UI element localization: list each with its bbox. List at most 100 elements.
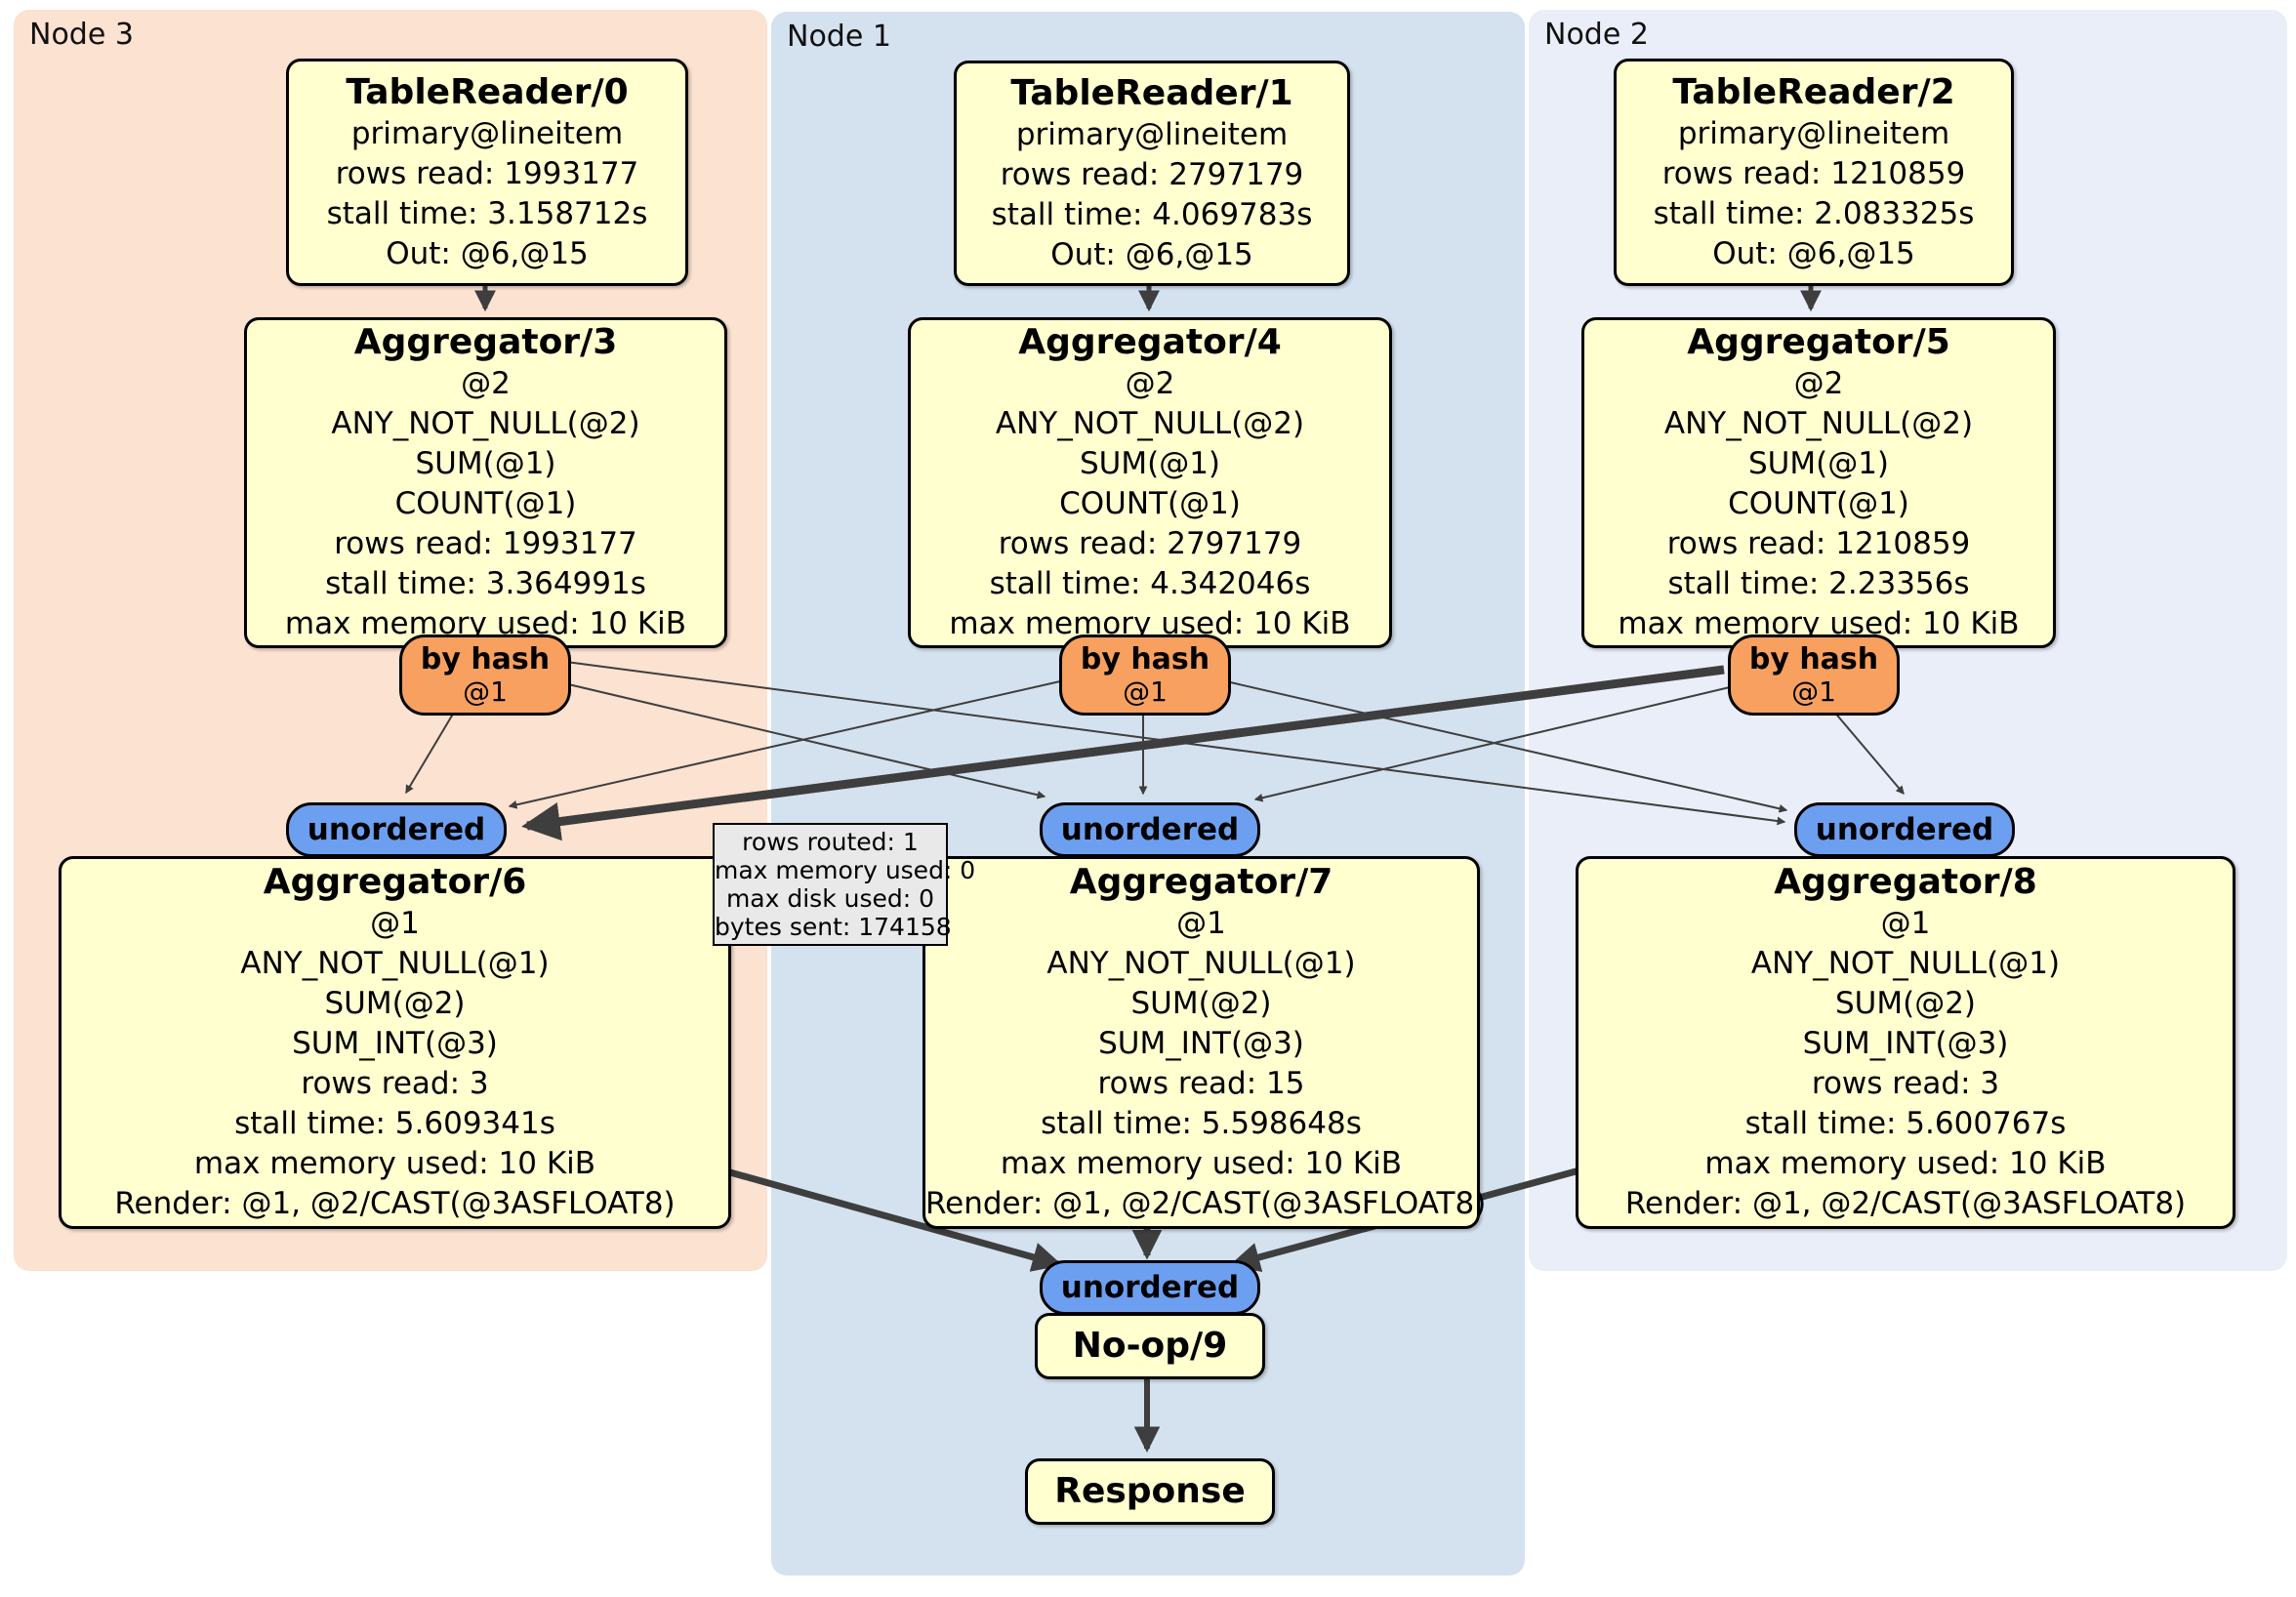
processor-line: stall time: 2.083325s bbox=[1653, 195, 1975, 231]
processor-line: ANY_NOT_NULL(@2) bbox=[995, 406, 1305, 441]
processor-line: stall time: 2.23356s bbox=[1667, 566, 1970, 601]
processor-line: stall time: 3.364991s bbox=[325, 566, 646, 601]
tooltip-line: rows routed: 1 bbox=[742, 828, 919, 856]
processor-title: Aggregator/5 bbox=[1687, 322, 1950, 362]
processor-line: SUM_INT(@3) bbox=[1802, 1026, 2009, 1061]
processor-line: ANY_NOT_NULL(@1) bbox=[1750, 946, 2061, 981]
region-node2-label: Node 2 bbox=[1544, 18, 1649, 52]
tooltip-line: max disk used: 0 bbox=[725, 884, 935, 913]
processor-line: primary@lineitem bbox=[1015, 116, 1289, 152]
processor-line: stall time: 4.069783s bbox=[991, 196, 1313, 232]
processor-line: rows read: 15 bbox=[1097, 1066, 1305, 1101]
edge-tooltip: rows routed: 1 max memory used: 0 max di… bbox=[713, 823, 976, 946]
processor-title: TableReader/0 bbox=[346, 71, 629, 112]
edge-byhash-node3-unordered-node3[interactable] bbox=[405, 710, 456, 795]
processor-aggregator-3[interactable]: Aggregator/3 @2 ANY_NOT_NULL(@2) SUM(@1)… bbox=[244, 317, 727, 648]
processor-line: rows read: 3 bbox=[1811, 1066, 2000, 1101]
edge-byhash-node2-unordered-node2[interactable] bbox=[1832, 710, 1905, 796]
processor-line: stall time: 5.600767s bbox=[1744, 1106, 2067, 1141]
processor-aggregator-4[interactable]: Aggregator/4 @2 ANY_NOT_NULL(@2) SUM(@1)… bbox=[908, 317, 1392, 648]
processor-title: Aggregator/7 bbox=[1069, 862, 1333, 902]
processor-line: SUM(@2) bbox=[324, 986, 466, 1021]
region-node3-label: Node 3 bbox=[29, 18, 134, 52]
processor-line: SUM(@1) bbox=[1747, 446, 1890, 481]
processor-line: primary@lineitem bbox=[350, 115, 624, 151]
processor-line: max memory used: 10 KiB bbox=[193, 1146, 596, 1181]
processor-line: rows read: 2797179 bbox=[998, 526, 1302, 561]
processor-line: COUNT(@1) bbox=[1728, 486, 1909, 521]
processor-line: SUM(@1) bbox=[1079, 446, 1221, 481]
processor-line: ANY_NOT_NULL(@2) bbox=[331, 406, 640, 441]
processor-title: Aggregator/6 bbox=[263, 862, 527, 902]
processor-aggregator-5[interactable]: Aggregator/5 @2 ANY_NOT_NULL(@2) SUM(@1)… bbox=[1581, 317, 2056, 648]
region-node1-label: Node 1 bbox=[787, 20, 891, 54]
processor-line: COUNT(@1) bbox=[394, 486, 577, 521]
processor-line: @2 bbox=[1793, 366, 1844, 401]
processor-tablereader-2[interactable]: TableReader/2 primary@lineitem rows read… bbox=[1614, 59, 2014, 286]
sync-unordered-node1[interactable]: unordered bbox=[1040, 802, 1260, 857]
processor-line: stall time: 5.609341s bbox=[234, 1106, 555, 1141]
router-by-hash-node3[interactable]: by hash @1 bbox=[399, 635, 571, 716]
processor-line: rows read: 2797179 bbox=[1000, 156, 1304, 192]
processor-title: TableReader/2 bbox=[1672, 71, 1955, 112]
router-by-hash-node2[interactable]: by hash @1 bbox=[1728, 635, 1900, 716]
router-by-hash-node1[interactable]: by hash @1 bbox=[1059, 635, 1231, 716]
processor-line: @1 bbox=[1176, 906, 1226, 941]
sync-unordered-node2[interactable]: unordered bbox=[1794, 802, 2015, 857]
processor-line: stall time: 5.598648s bbox=[1041, 1106, 1362, 1141]
processor-line: max memory used: 10 KiB bbox=[1704, 1146, 2107, 1181]
processor-line: Out: @6,@15 bbox=[1050, 236, 1253, 272]
processor-tablereader-0[interactable]: TableReader/0 primary@lineitem rows read… bbox=[286, 59, 688, 286]
processor-aggregator-7[interactable]: Aggregator/7 @1 ANY_NOT_NULL(@1) SUM(@2)… bbox=[922, 856, 1487, 1229]
processor-title: Aggregator/3 bbox=[353, 322, 618, 362]
processor-line: Render: @1, @2/CAST(@3ASFLOAT8) bbox=[1624, 1186, 2187, 1221]
processor-line: @1 bbox=[370, 906, 420, 941]
processor-line: SUM(@2) bbox=[1130, 986, 1272, 1021]
processor-line: primary@lineitem bbox=[1677, 115, 1950, 151]
router-detail: @1 bbox=[463, 675, 508, 708]
processor-line: rows read: 1993177 bbox=[335, 155, 639, 191]
tooltip-line: bytes sent: 174158 bbox=[715, 913, 952, 941]
edge-byhash-node1-unordered-node2[interactable] bbox=[1225, 680, 1788, 813]
processor-line: stall time: 4.342046s bbox=[989, 566, 1311, 601]
router-title: by hash bbox=[1080, 641, 1210, 676]
edge-byhash-node1-unordered-node3[interactable] bbox=[508, 680, 1061, 809]
sync-unordered-node3[interactable]: unordered bbox=[286, 802, 507, 857]
processor-line: COUNT(@1) bbox=[1059, 486, 1241, 521]
tooltip-line: max memory used: 0 bbox=[715, 856, 976, 884]
router-detail: @1 bbox=[1791, 675, 1836, 708]
processor-line: rows read: 1210859 bbox=[1666, 526, 1971, 561]
processor-line: @1 bbox=[1880, 906, 1931, 941]
processor-title: Aggregator/8 bbox=[1774, 862, 2037, 902]
processor-tablereader-1[interactable]: TableReader/1 primary@lineitem rows read… bbox=[954, 61, 1350, 286]
sync-unordered-final[interactable]: unordered bbox=[1040, 1260, 1260, 1315]
processor-line: rows read: 3 bbox=[301, 1066, 489, 1101]
processor-line: Out: @6,@15 bbox=[1712, 235, 1915, 271]
processor-line: Render: @1, @2/CAST(@3ASFLOAT8) bbox=[114, 1186, 676, 1221]
processor-line: rows read: 1210859 bbox=[1661, 155, 1966, 191]
processor-line: SUM(@1) bbox=[415, 446, 556, 481]
processor-line: ANY_NOT_NULL(@2) bbox=[1663, 406, 1974, 441]
processor-line: SUM_INT(@3) bbox=[292, 1026, 498, 1061]
router-detail: @1 bbox=[1123, 675, 1168, 708]
processor-line: Out: @6,@15 bbox=[386, 235, 589, 271]
processor-line: @2 bbox=[461, 366, 511, 401]
processor-line: rows read: 1993177 bbox=[334, 526, 637, 561]
edge-byhash-node2-unordered-node1[interactable] bbox=[1253, 686, 1731, 802]
processor-line: SUM_INT(@3) bbox=[1098, 1026, 1304, 1061]
processor-title: Aggregator/4 bbox=[1018, 322, 1282, 362]
processor-line: stall time: 3.158712s bbox=[326, 195, 648, 231]
processor-aggregator-8[interactable]: Aggregator/8 @1 ANY_NOT_NULL(@1) SUM(@2)… bbox=[1576, 856, 2235, 1229]
processor-noop-9[interactable]: No-op/9 bbox=[1035, 1313, 1265, 1379]
processor-aggregator-6[interactable]: Aggregator/6 @1 ANY_NOT_NULL(@1) SUM(@2)… bbox=[59, 856, 731, 1229]
processor-title: Response bbox=[1054, 1471, 1246, 1511]
processor-line: ANY_NOT_NULL(@1) bbox=[240, 946, 550, 981]
processor-line: Render: @1, @2/CAST(@3ASFLOAT8) bbox=[925, 1186, 1487, 1221]
processor-response[interactable]: Response bbox=[1025, 1458, 1275, 1525]
edge-byhash-node2-unordered-node3-thick[interactable] bbox=[521, 665, 1725, 841]
processor-line: max memory used: 10 KiB bbox=[1000, 1146, 1403, 1181]
processor-line: ANY_NOT_NULL(@1) bbox=[1046, 946, 1356, 981]
processor-title: TableReader/1 bbox=[1010, 72, 1293, 113]
processor-line: SUM(@2) bbox=[1834, 986, 1977, 1021]
